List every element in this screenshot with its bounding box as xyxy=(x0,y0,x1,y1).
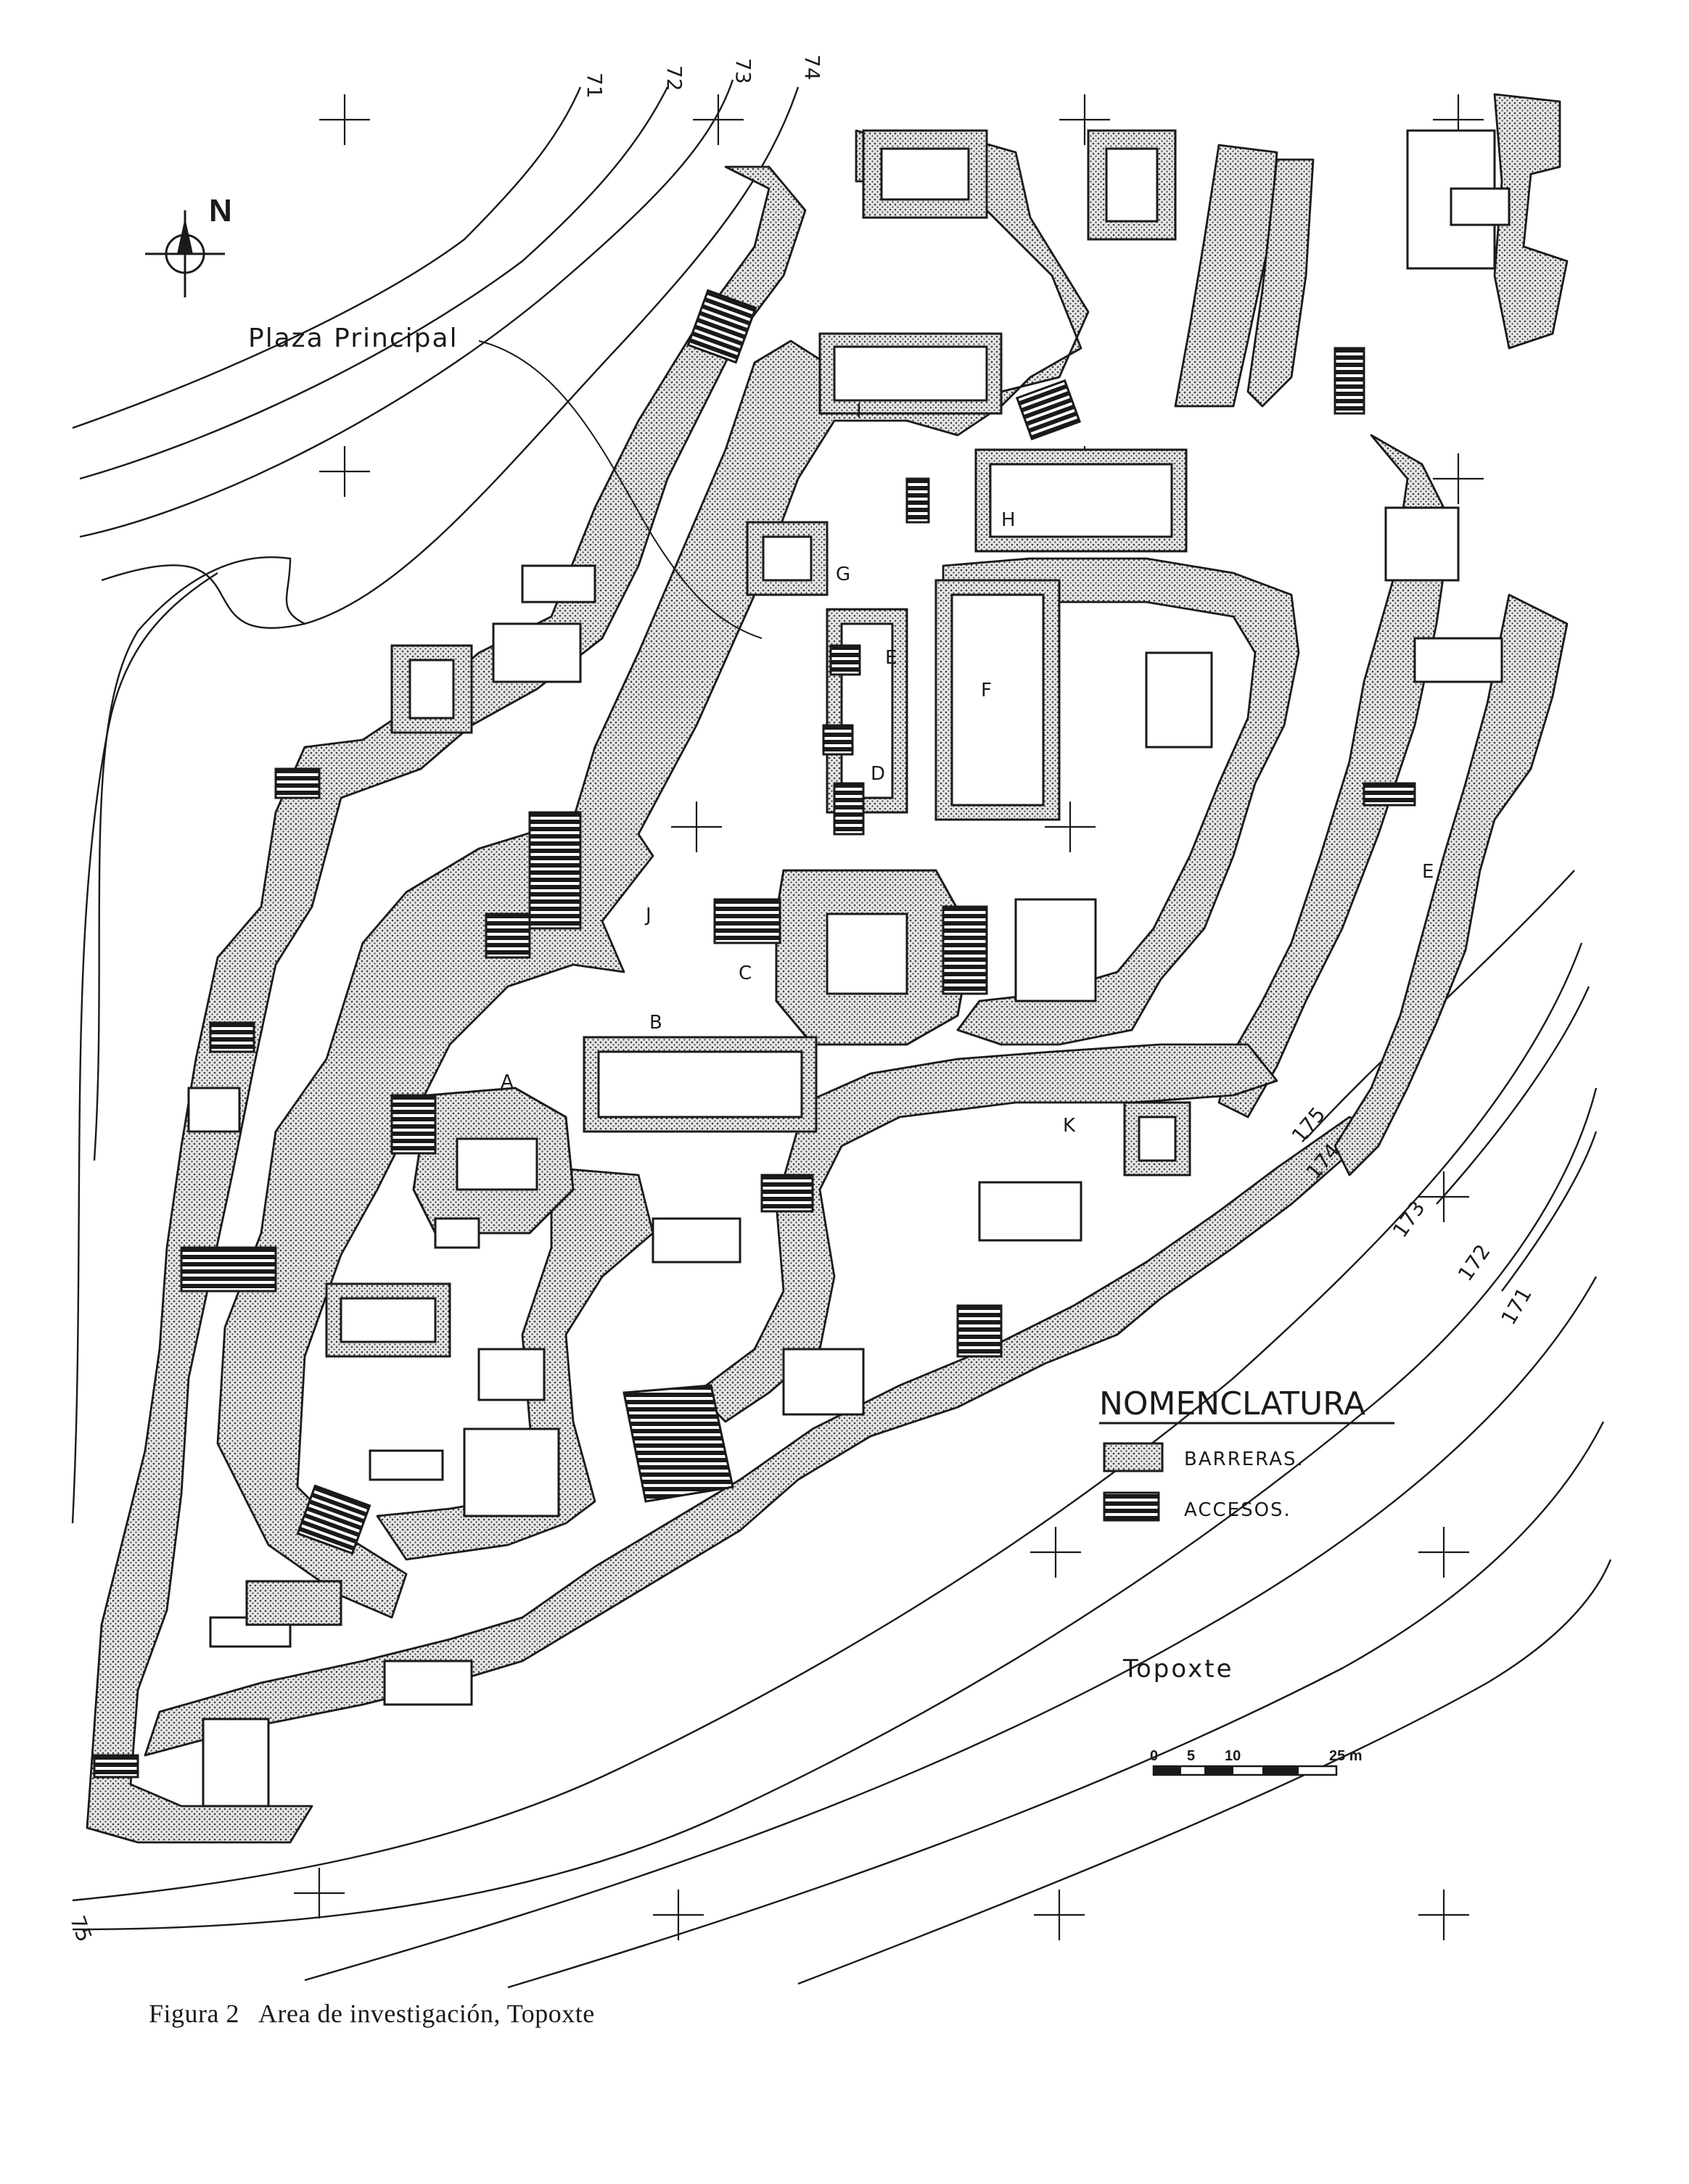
structure-label-e-east: E xyxy=(1422,861,1434,883)
figure-number: Figura 2 xyxy=(149,1999,239,2028)
legend-label-access: ACCESOS. xyxy=(1184,1499,1291,1521)
scale-tick-10: 10 xyxy=(1225,1748,1241,1764)
contour-lines xyxy=(71,79,1612,1989)
building-outlines xyxy=(187,129,1511,1808)
access-stairs xyxy=(93,289,1416,1779)
scale-bar: 0 5 10 25 m xyxy=(1150,1748,1363,1776)
structure-label-f: F xyxy=(981,680,992,701)
scale-tick-5: 5 xyxy=(1187,1748,1195,1764)
contour-label-72: 72 xyxy=(662,65,686,91)
contour-label-74: 74 xyxy=(800,54,824,81)
site-name: Topoxte xyxy=(1122,1655,1234,1684)
north-arrow: N xyxy=(145,193,232,297)
structure-label-d: D xyxy=(871,763,885,785)
contour-label-173: 173 xyxy=(1388,1196,1430,1242)
structure-label-h: H xyxy=(1001,509,1016,531)
structure-label-k: K xyxy=(1063,1115,1076,1137)
structure-label-b: B xyxy=(649,1012,662,1034)
structure-label-a: A xyxy=(501,1071,514,1093)
legend-swatch-access xyxy=(1103,1491,1160,1522)
structure-label-e: E xyxy=(885,647,897,669)
scale-tick-0: 0 xyxy=(1150,1748,1158,1764)
contour-label-71: 71 xyxy=(583,73,607,99)
plaza-label: Plaza Principal xyxy=(248,324,459,353)
contour-label-172: 172 xyxy=(1453,1240,1495,1285)
structure-label-i: I xyxy=(856,400,862,422)
plaza-annotation: Plaza Principal xyxy=(248,324,763,639)
structure-label-g: G xyxy=(836,564,850,585)
figure-caption-text: Area de investigación, Topoxte xyxy=(258,1999,595,2028)
contour-label-75: 75 xyxy=(65,1913,96,1945)
legend: NOMENCLATURA BARRERAS. ACCESOS. xyxy=(1099,1385,1394,1522)
legend-title: NOMENCLATURA xyxy=(1099,1385,1365,1422)
legend-label-barrier: BARRERAS. xyxy=(1184,1449,1304,1470)
structure-label-c: C xyxy=(739,963,752,984)
structure-label-j: J xyxy=(644,904,652,926)
structure-labels: A B C D E F G H I J K E xyxy=(501,400,1434,1137)
barrier-walls xyxy=(86,93,1569,1844)
legend-swatch-barrier xyxy=(1103,1442,1164,1472)
north-arrow-label: N xyxy=(209,193,232,228)
contour-label-73: 73 xyxy=(731,58,755,84)
scale-tick-25: 25 m xyxy=(1329,1748,1363,1764)
figure-caption: Figura 2 Area de investigación, Topoxte xyxy=(149,1998,595,2029)
